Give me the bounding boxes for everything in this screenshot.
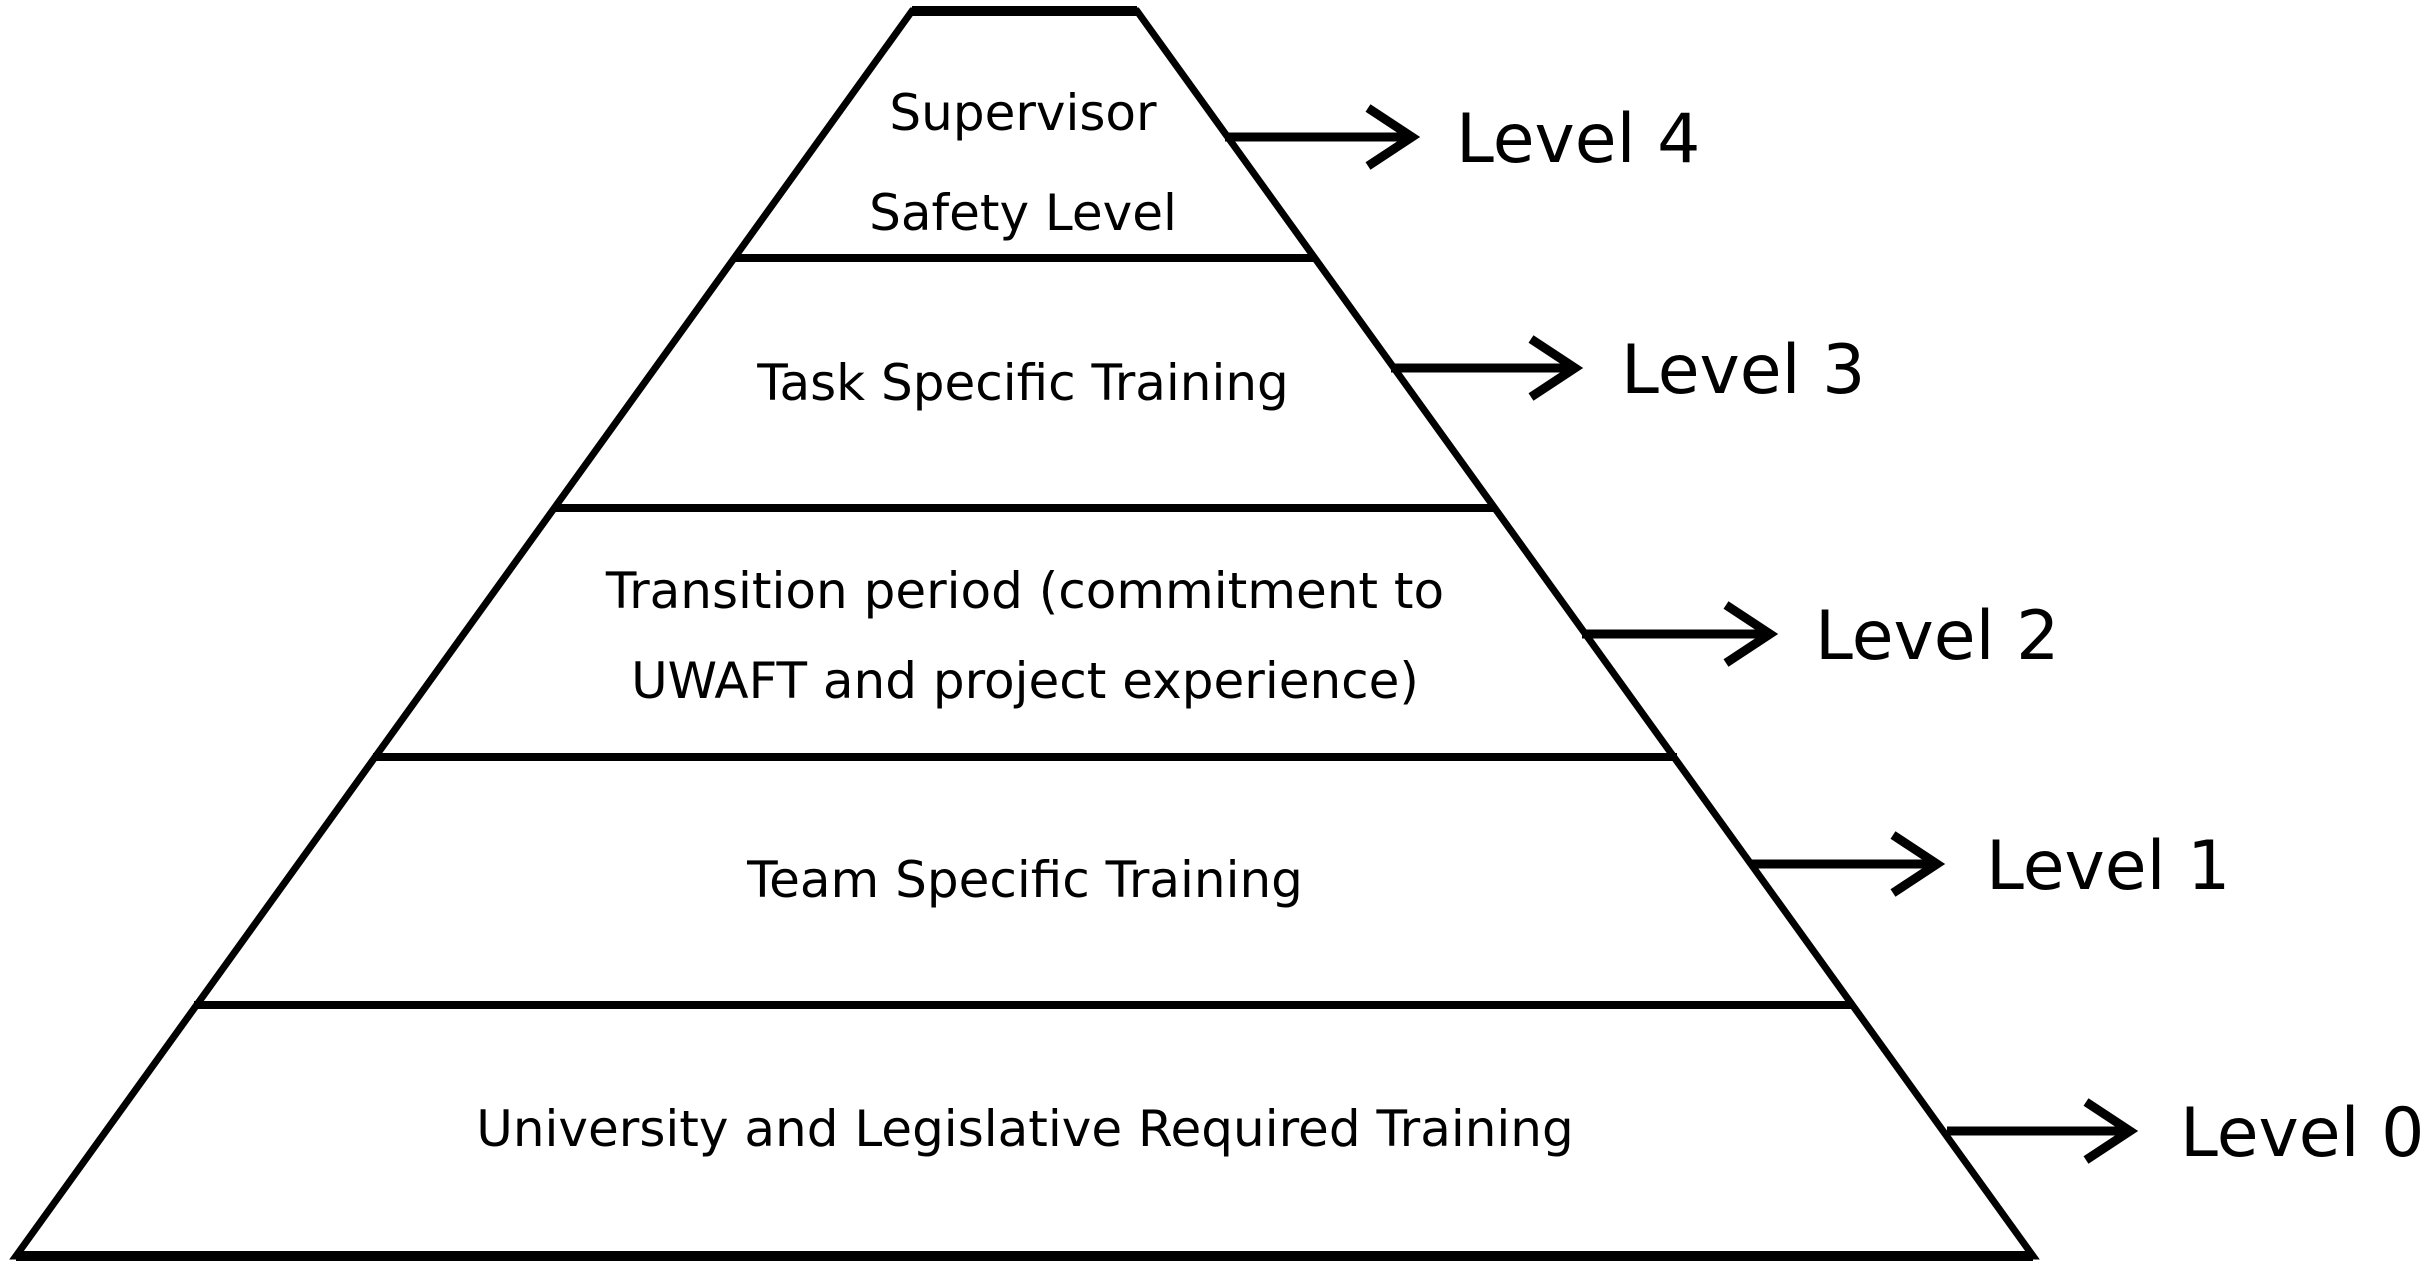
tier-0-line-1: University and Legislative Required Trai… — [476, 1100, 1574, 1158]
arrowhead-icon — [2083, 1098, 2139, 1164]
tier-1-line-1: Team Specific Training — [746, 851, 1303, 909]
arrowhead-icon — [1365, 104, 1421, 170]
arrowhead-icon — [1890, 831, 1946, 897]
tier-level-4: Supervisor Safety Level — [869, 84, 1177, 242]
level-1-callout: Level 1 — [1751, 827, 2230, 906]
level-4-label: Level 4 — [1456, 100, 1700, 179]
tier-level-1: Team Specific Training — [746, 851, 1303, 909]
level-0-label: Level 0 — [2180, 1094, 2424, 1173]
tier-2-line-2: UWAFT and project experience) — [631, 652, 1419, 710]
level-4-callout: Level 4 — [1225, 100, 1700, 179]
tier-level-0: University and Legislative Required Trai… — [476, 1100, 1574, 1158]
tier-3-line-1: Task Specific Training — [756, 354, 1289, 412]
level-0-callout: Level 0 — [1947, 1094, 2424, 1173]
arrowhead-icon — [1723, 601, 1779, 667]
level-2-label: Level 2 — [1815, 597, 2059, 676]
level-1-label: Level 1 — [1986, 827, 2230, 906]
tier-level-3: Task Specific Training — [756, 354, 1289, 412]
tier-4-line-2: Safety Level — [869, 184, 1177, 242]
tier-2-line-1: Transition period (commitment to — [605, 562, 1444, 620]
level-2-callout: Level 2 — [1582, 597, 2059, 676]
level-3-callout: Level 3 — [1391, 331, 1865, 410]
tier-4-line-1: Supervisor — [889, 84, 1157, 142]
tier-level-2: Transition period (commitment to UWAFT a… — [605, 562, 1444, 710]
level-3-label: Level 3 — [1621, 331, 1865, 410]
arrowhead-icon — [1528, 335, 1584, 401]
